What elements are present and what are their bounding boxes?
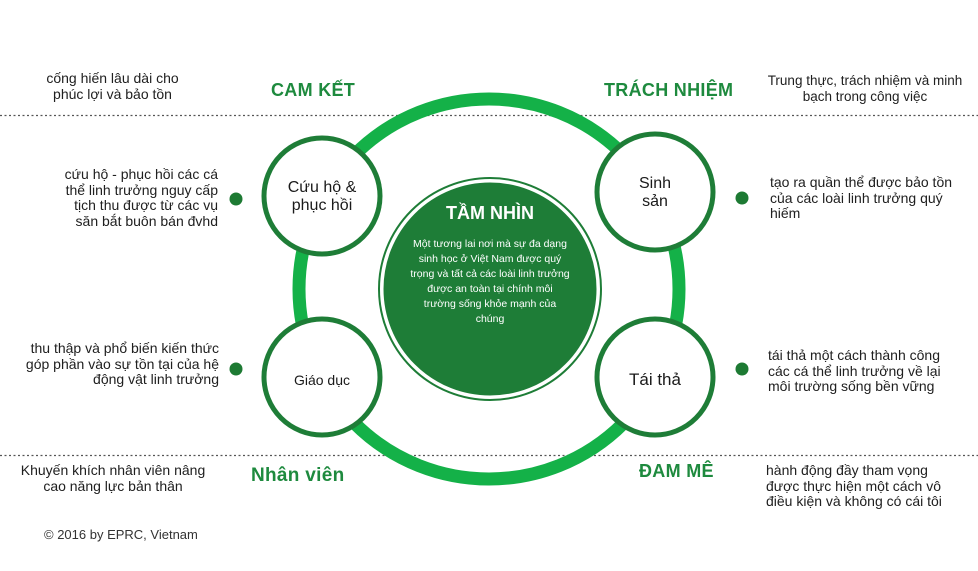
breeding-connector-dot: [735, 191, 749, 205]
release-connector-dot: [735, 362, 749, 376]
copyright-notice: © 2016 by EPRC, Vietnam: [44, 527, 198, 542]
education-connector-dot: [229, 362, 243, 376]
release-node: [594, 316, 716, 438]
rescue-connector-dot: [229, 192, 243, 206]
passion-description: hành động đầy tham vọng được thực hiện m…: [766, 462, 942, 509]
education-node: [261, 316, 383, 438]
education-label: Giáo dục: [293, 372, 351, 388]
commitment-description: cống hiến lâu dài cho phúc lợi và bảo tồ…: [46, 70, 179, 102]
breeding-description: tạo ra quần thể được bảo tồn của các loà…: [770, 174, 953, 221]
breeding-label: Sinh sản: [638, 175, 672, 210]
vision-description: Một tương lai nơi mà sự đa dạng sinh học…: [410, 238, 570, 325]
rescue-node: [261, 135, 383, 257]
vision-title: TẦM NHÌN: [446, 203, 534, 223]
education-description: thu thập và phổ biến kiến thức góp phần …: [25, 340, 219, 387]
heading-responsibility: TRÁCH NHIỆM: [604, 80, 734, 100]
staff-description: Khuyến khích nhân viên nâng cao năng lực…: [20, 462, 206, 494]
rescue-label: Cứu hộ & phục hồi: [287, 179, 357, 214]
heading-commitment: CAM KẾT: [271, 80, 356, 100]
vision-circle-outline: [378, 177, 602, 401]
release-label: Tái thả: [629, 370, 681, 389]
release-description: tái thả một cách thành công các cá thể l…: [768, 347, 941, 394]
heading-staff: Nhân viên: [251, 465, 345, 486]
responsibility-description: Trung thực, trách nhiệm và minh bạch tro…: [767, 73, 963, 104]
heading-passion: ĐAM MÊ: [639, 461, 714, 481]
breeding-node: [594, 131, 716, 253]
outer-ring: [292, 92, 686, 486]
vision-circle: [380, 179, 600, 399]
rescue-description: cứu hộ - phục hồi các cá thể linh trưởng…: [64, 166, 218, 229]
